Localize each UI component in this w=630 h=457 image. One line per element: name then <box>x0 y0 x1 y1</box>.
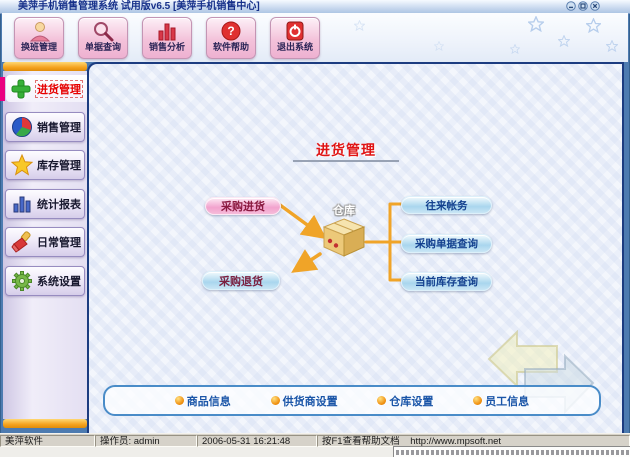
status-help-url: http://www.mpsoft.net <box>410 436 502 447</box>
toolbar: 换班管理 单据查询 销售分析 ? 软件帮助 <box>2 13 628 62</box>
main-content: 进货管理 采购进货 采购退货 仓库 <box>87 62 624 433</box>
receipt-query-button[interactable]: 单据查询 <box>78 17 128 59</box>
exit-icon <box>286 21 304 41</box>
accounts-button[interactable]: 往来帐务 <box>401 196 492 214</box>
purchase-receipt-query-label: 采购单据查询 <box>415 238 478 250</box>
employee-info-link[interactable]: 员工信息 <box>473 393 529 409</box>
sidebar-top-bar <box>3 62 87 71</box>
software-help-button[interactable]: ? 软件帮助 <box>206 17 256 59</box>
purchase-in-button[interactable]: 采购进货 <box>205 197 281 215</box>
toolbar-button-label: 销售分析 <box>148 42 185 52</box>
restore-icon[interactable] <box>578 1 588 11</box>
back-arrow-watermark-icon <box>487 330 558 388</box>
star-decoration-icon <box>586 18 601 33</box>
orange-bullet-icon <box>174 396 184 405</box>
accounts-label: 往来帐务 <box>425 199 468 212</box>
brush-icon <box>11 231 31 253</box>
sidebar-item-system-settings[interactable]: 系统设置 <box>5 266 85 296</box>
bars-icon <box>13 196 31 213</box>
status-bar: 美萍软件 操作员: admin 2006-05-31 16:21:48 按F1查… <box>0 433 630 448</box>
exit-system-button[interactable]: 退出系统 <box>270 17 320 59</box>
toolbar-button-label: 退出系统 <box>276 42 313 52</box>
search-icon <box>94 22 114 42</box>
warehouse-box-icon <box>322 218 366 257</box>
close-icon[interactable] <box>590 1 600 11</box>
purchase-in-label: 采购进货 <box>221 201 265 213</box>
title-underline <box>293 160 399 162</box>
warehouse-settings-label: 仓库设置 <box>389 395 434 408</box>
star-decoration-icon <box>606 40 618 52</box>
star-decoration-icon <box>510 44 520 54</box>
purchase-return-label: 采购退货 <box>219 275 263 288</box>
window-controls <box>566 1 600 11</box>
orange-bullet-icon <box>270 396 280 405</box>
help-icon: ? <box>221 21 241 41</box>
star-decoration-icon <box>558 35 570 47</box>
bar-chart-icon <box>158 23 176 41</box>
star-decoration-icon <box>354 20 365 31</box>
star-decoration-icon <box>434 41 444 51</box>
sidebar-item-label: 销售管理 <box>37 122 81 134</box>
sales-analysis-button[interactable]: 销售分析 <box>142 17 192 59</box>
sidebar-bottom-bar <box>3 419 87 428</box>
sidebar-item-daily-management[interactable]: 日常管理 <box>5 227 85 257</box>
status-brand: 美萍软件 <box>0 435 95 447</box>
toolbar-button-label: 单据查询 <box>84 42 121 52</box>
title-bar: 美萍手机销售管理系统 试用版v6.5 [美萍手机销售中心] <box>0 0 630 14</box>
minimize-icon[interactable] <box>566 1 576 11</box>
orange-bullet-icon <box>473 396 483 405</box>
sidebar-item-label: 系统设置 <box>37 276 81 288</box>
background-window-text <box>393 446 630 457</box>
purchase-receipt-query-button[interactable]: 采购单据查询 <box>401 234 492 253</box>
status-operator: 操作员: admin <box>95 435 197 447</box>
pie-chart-icon <box>12 117 32 137</box>
sidebar-item-statistics-reports[interactable]: 统计报表 <box>5 189 85 219</box>
svg-text:?: ? <box>227 24 234 38</box>
sidebar-item-sales-management[interactable]: 销售管理 <box>5 112 85 142</box>
status-datetime: 2006-05-31 16:21:48 <box>197 435 317 447</box>
illegible-text-noise <box>396 450 629 455</box>
person-icon <box>29 22 51 42</box>
status-help-text: 按F1查看帮助文档 <box>322 436 400 447</box>
supplier-settings-label: 供货商设置 <box>282 395 338 408</box>
footer-links-bar: 商品信息 供货商设置 仓库设置 员工信息 <box>103 385 601 416</box>
window-title: 美萍手机销售管理系统 试用版v6.5 [美萍手机销售中心] <box>18 1 260 12</box>
page-title: 进货管理 <box>316 142 376 158</box>
gear-icon <box>12 271 32 291</box>
sidebar-item-label: 进货管理 <box>35 79 83 98</box>
sidebar-item-label: 统计报表 <box>37 199 81 211</box>
star-decoration-icon <box>528 16 544 32</box>
orange-bullet-icon <box>377 396 387 405</box>
toolbar-button-label: 换班管理 <box>20 42 57 52</box>
current-stock-query-label: 当前库存查询 <box>415 276 478 288</box>
warehouse-label: 仓库 <box>333 205 355 217</box>
supplier-settings-link[interactable]: 供货商设置 <box>270 393 338 409</box>
sidebar-item-inventory-management[interactable]: 库存管理 <box>5 150 85 180</box>
current-stock-query-button[interactable]: 当前库存查询 <box>401 272 492 291</box>
purchase-return-button[interactable]: 采购退货 <box>202 271 280 290</box>
employee-info-label: 员工信息 <box>485 395 530 408</box>
sidebar-item-label: 库存管理 <box>37 160 81 172</box>
sidebar-item-label: 日常管理 <box>37 237 81 249</box>
star-icon <box>11 154 33 176</box>
product-info-label: 商品信息 <box>186 395 231 408</box>
active-item-stripe <box>0 77 5 101</box>
shift-management-button[interactable]: 换班管理 <box>14 17 64 59</box>
product-info-link[interactable]: 商品信息 <box>174 393 231 409</box>
plus-icon <box>11 79 31 98</box>
sidebar-item-purchase-management[interactable]: 进货管理 <box>6 75 87 102</box>
toolbar-button-label: 软件帮助 <box>212 42 249 52</box>
warehouse-settings-link[interactable]: 仓库设置 <box>377 393 433 409</box>
bottom-strip <box>0 447 630 457</box>
